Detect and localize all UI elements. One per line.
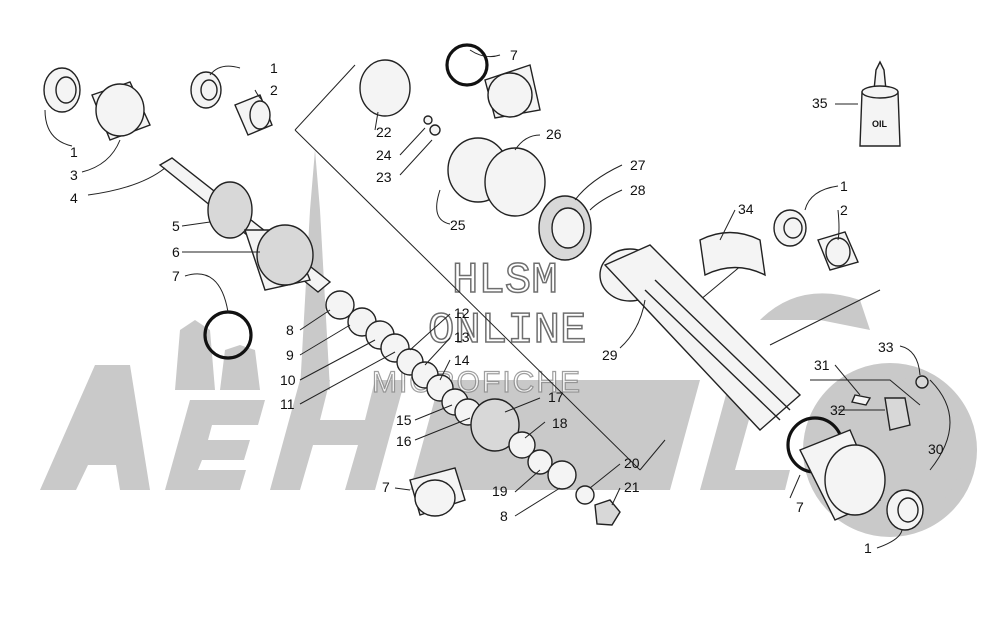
ball-24 — [423, 115, 433, 125]
oring-31 — [851, 394, 872, 406]
valve-23 — [429, 124, 441, 136]
oil-bottle-35: OIL — [859, 60, 901, 147]
o-ring-top — [445, 43, 489, 87]
callout-26: 26 — [546, 126, 562, 142]
shaft-assembly — [158, 157, 332, 360]
callout-14: 14 — [454, 352, 470, 368]
callout-4: 4 — [70, 190, 78, 206]
washer-8-lower — [547, 460, 577, 490]
callout-23: 23 — [376, 169, 392, 185]
cap-33 — [915, 375, 929, 389]
callout-13: 13 — [454, 329, 470, 345]
callout-5: 5 — [172, 218, 180, 234]
spacer-26 — [484, 147, 546, 217]
callout-2: 2 — [270, 82, 278, 98]
callout-1: 1 — [70, 144, 78, 160]
cap-22 — [359, 59, 411, 117]
callout-24: 24 — [376, 147, 392, 163]
washer-18 — [508, 431, 536, 459]
callout-20: 20 — [624, 455, 640, 471]
callout-12: 12 — [454, 305, 470, 321]
washer-20 — [575, 485, 595, 505]
valve-stack — [325, 290, 621, 526]
callout-2: 2 — [840, 202, 848, 218]
top-cap-5 — [207, 181, 253, 239]
washer-8 — [325, 290, 355, 320]
callout-17: 17 — [548, 389, 564, 405]
callout-3: 3 — [70, 167, 78, 183]
watermark-skyline — [175, 150, 330, 390]
callout-29: 29 — [602, 347, 618, 363]
watermark-line2: ONLINE — [428, 306, 586, 356]
callout-32: 32 — [830, 402, 846, 418]
callout-15: 15 — [396, 412, 412, 428]
assembly-frame — [294, 64, 921, 471]
spring-body-29 — [603, 244, 802, 431]
callout-8: 8 — [286, 322, 294, 338]
callout-21: 21 — [624, 479, 640, 495]
callout-1: 1 — [864, 540, 872, 556]
callout-7: 7 — [172, 268, 180, 284]
callout-9: 9 — [286, 347, 294, 363]
callout-labels: 1 2 1 3 4 5 6 7 8 9 10 11 7 22 24 23 26 … — [70, 47, 944, 556]
callout-7: 7 — [796, 499, 804, 515]
callout-25: 25 — [450, 217, 466, 233]
watermark-brand-shape — [40, 293, 977, 537]
right-hardware — [773, 209, 951, 471]
callout-6: 6 — [172, 244, 180, 260]
callout-1: 1 — [270, 60, 278, 76]
callout-19: 19 — [492, 483, 508, 499]
callout-1: 1 — [840, 178, 848, 194]
callout-28: 28 — [630, 182, 646, 198]
valve-32 — [884, 397, 911, 431]
callout-11: 11 — [280, 396, 295, 412]
callout-8: 8 — [500, 508, 508, 524]
piston-17 — [470, 398, 520, 452]
callout-16: 16 — [396, 433, 412, 449]
watermark-line1: HLSM — [452, 256, 558, 306]
callout-7: 7 — [510, 47, 518, 63]
oil-label: OIL — [872, 119, 888, 129]
callout-33: 33 — [878, 339, 894, 355]
callout-34: 34 — [738, 201, 754, 217]
callout-10: 10 — [280, 372, 296, 388]
callout-30: 30 — [928, 441, 944, 457]
callout-7: 7 — [382, 479, 390, 495]
callout-31: 31 — [814, 357, 830, 373]
callout-35: 35 — [812, 95, 828, 111]
callout-22: 22 — [376, 124, 392, 140]
watermark-layer: HLSM ONLINE MICROFICHE — [40, 150, 977, 537]
leader-lines — [44, 49, 921, 549]
nut-21 — [594, 499, 621, 526]
callout-27: 27 — [630, 157, 646, 173]
callout-18: 18 — [552, 415, 568, 431]
label-34 — [699, 231, 766, 277]
shock-body — [603, 231, 924, 531]
upper-bushing-group — [43, 67, 273, 141]
